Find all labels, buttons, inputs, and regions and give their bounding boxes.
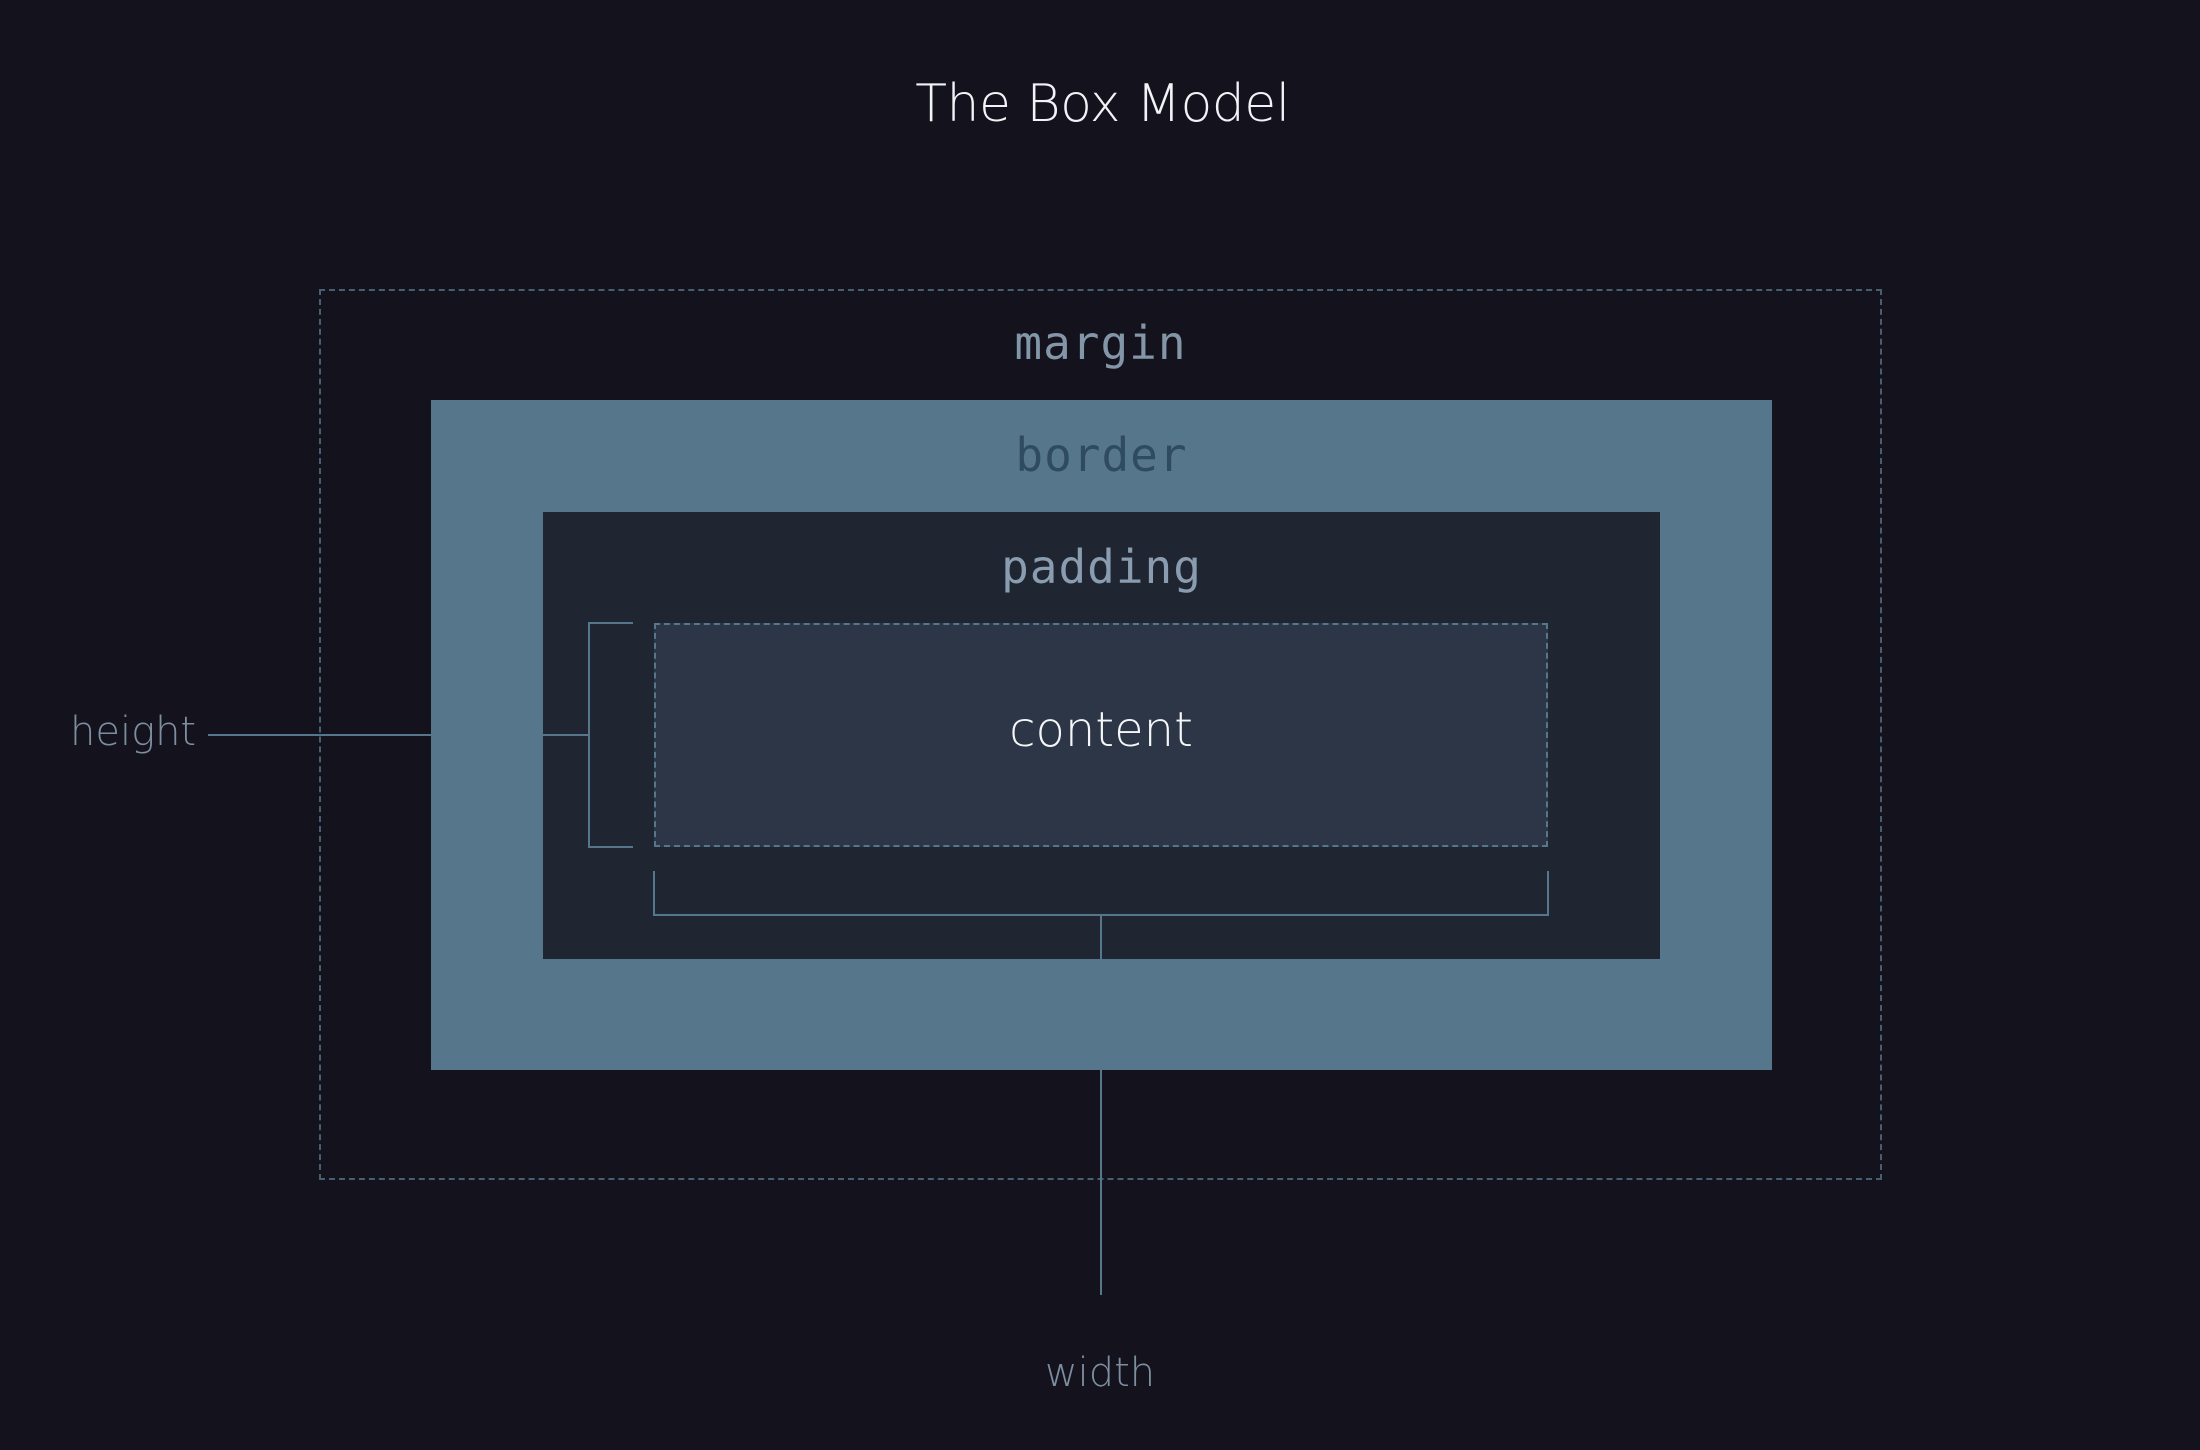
padding-label: padding: [1001, 540, 1202, 594]
margin-label: margin: [1014, 316, 1187, 370]
content-area: [654, 623, 1548, 847]
content-label: content: [1009, 702, 1193, 758]
diagram-title: The Box Model: [915, 74, 1290, 134]
height-label: height: [70, 709, 197, 755]
border-label: border: [1015, 428, 1188, 482]
width-label: width: [1044, 1350, 1156, 1396]
